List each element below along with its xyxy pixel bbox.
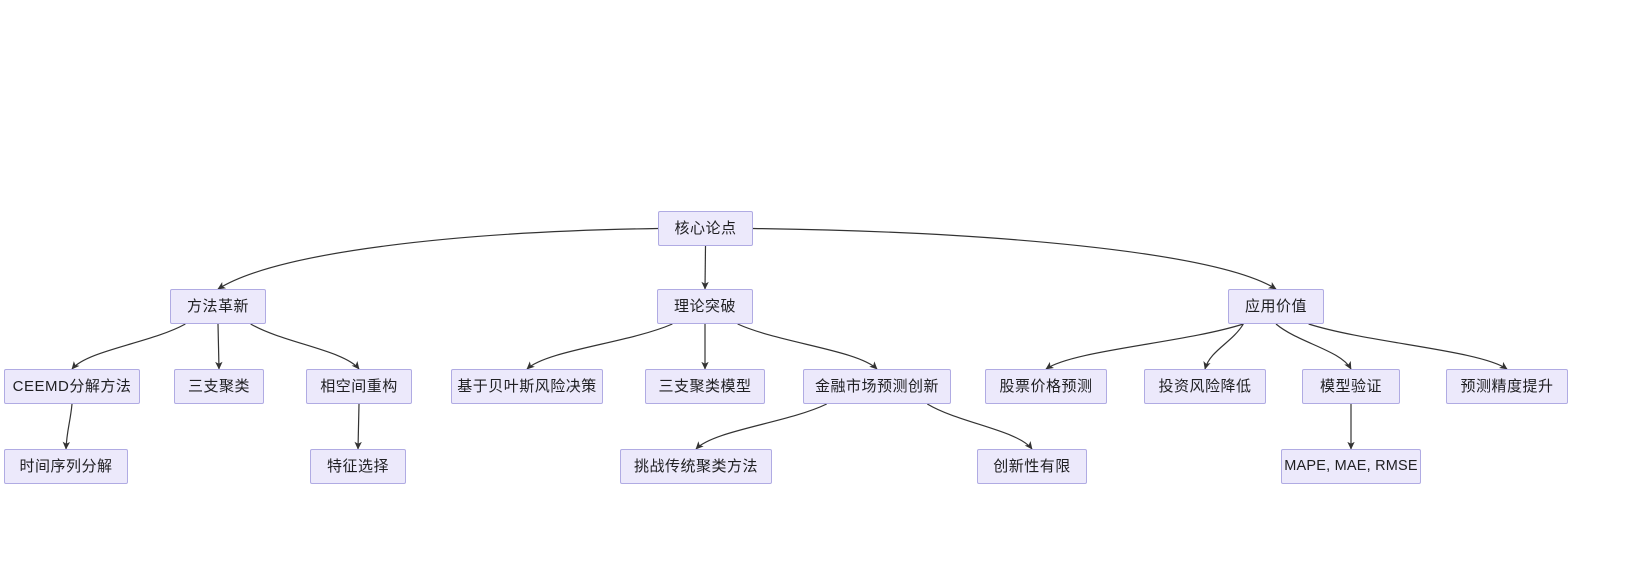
mindmap-node-l2c1[interactable]: 股票价格预测 [985,369,1107,404]
mindmap-node-l3b3a[interactable]: 挑战传统聚类方法 [620,449,772,484]
mindmap-edge-e-l1b-l2b1 [526,323,673,370]
mindmap-edge-e-l2a1-l3a1 [62,403,73,450]
node-label: 金融市场预测创新 [814,378,939,395]
node-label: 预测精度提升 [1460,378,1554,395]
mindmap-edge-e-l1c-l2c4 [1308,323,1508,370]
mindmap-edge-e-l1c-l2c2 [1203,323,1244,370]
node-label: 投资风险降低 [1158,378,1252,395]
node-label: 核心论点 [674,220,737,237]
node-label: 挑战传统聚类方法 [633,458,758,475]
mindmap-node-l2b3[interactable]: 金融市场预测创新 [803,369,951,404]
node-label: 理论突破 [673,298,736,315]
node-label: 模型验证 [1319,378,1382,395]
mindmap-node-l2b2[interactable]: 三支聚类模型 [645,369,765,404]
mindmap-edge-e-l2b3-l3b3b [927,403,1033,450]
edge-paths [62,227,1508,450]
mindmap-node-l2a3[interactable]: 相空间重构 [306,369,412,404]
mindmap-edge-e-l1a-l2a1 [71,323,186,370]
mindmap-edge-e-l2b3-l3b3a [695,403,827,450]
mindmap-node-l3a3[interactable]: 特征选择 [310,449,406,484]
mindmap-node-l1a[interactable]: 方法革新 [170,289,266,324]
node-label: 股票价格预测 [999,378,1093,395]
node-label: 三支聚类 [187,378,250,395]
node-label: MAPE, MAE, RMSE [1284,458,1418,475]
mindmap-node-l2b1[interactable]: 基于贝叶斯风险决策 [451,369,603,404]
node-label: 基于贝叶斯风险决策 [457,378,597,395]
mindmap-node-l2a2[interactable]: 三支聚类 [174,369,264,404]
mindmap-node-l2a1[interactable]: CEEMD分解方法 [4,369,140,404]
mindmap-node-l1b[interactable]: 理论突破 [657,289,753,324]
mindmap-node-l3c3[interactable]: MAPE, MAE, RMSE [1281,449,1421,484]
mindmap-edge-e-l1a-l2a2 [215,323,223,370]
node-label: 创新性有限 [993,458,1071,475]
node-label: 时间序列分解 [19,458,113,475]
mindmap-node-l2c3[interactable]: 模型验证 [1302,369,1400,404]
mindmap-node-l3b3b[interactable]: 创新性有限 [977,449,1087,484]
mindmap-node-root[interactable]: 核心论点 [658,211,753,246]
node-label: 方法革新 [186,298,249,315]
mindmap-node-l2c2[interactable]: 投资风险降低 [1144,369,1266,404]
mindmap-edge-e-root-l1a [217,227,659,290]
node-label: 三支聚类模型 [658,378,752,395]
node-label: 应用价值 [1244,298,1307,315]
mindmap-edge-e-l2a3-l3a3 [354,403,362,450]
mindmap-edge-e-root-l1c [752,227,1277,290]
mindmap-edge-e-l1b-l2b3 [737,323,878,370]
mindmap-edge-e-l1c-l2c1 [1045,323,1244,370]
mindmap-node-l1c[interactable]: 应用价值 [1228,289,1324,324]
mindmap-edge-e-root-l1b [701,245,709,290]
mindmap-edge-e-l1c-l2c3 [1275,323,1352,370]
node-label: 相空间重构 [320,378,398,395]
mindmap-node-l3a1[interactable]: 时间序列分解 [4,449,128,484]
node-label: CEEMD分解方法 [12,378,132,395]
mindmap-edge-e-l1a-l2a3 [250,323,360,370]
node-label: 特征选择 [326,458,389,475]
mindmap-node-l2c4[interactable]: 预测精度提升 [1446,369,1568,404]
